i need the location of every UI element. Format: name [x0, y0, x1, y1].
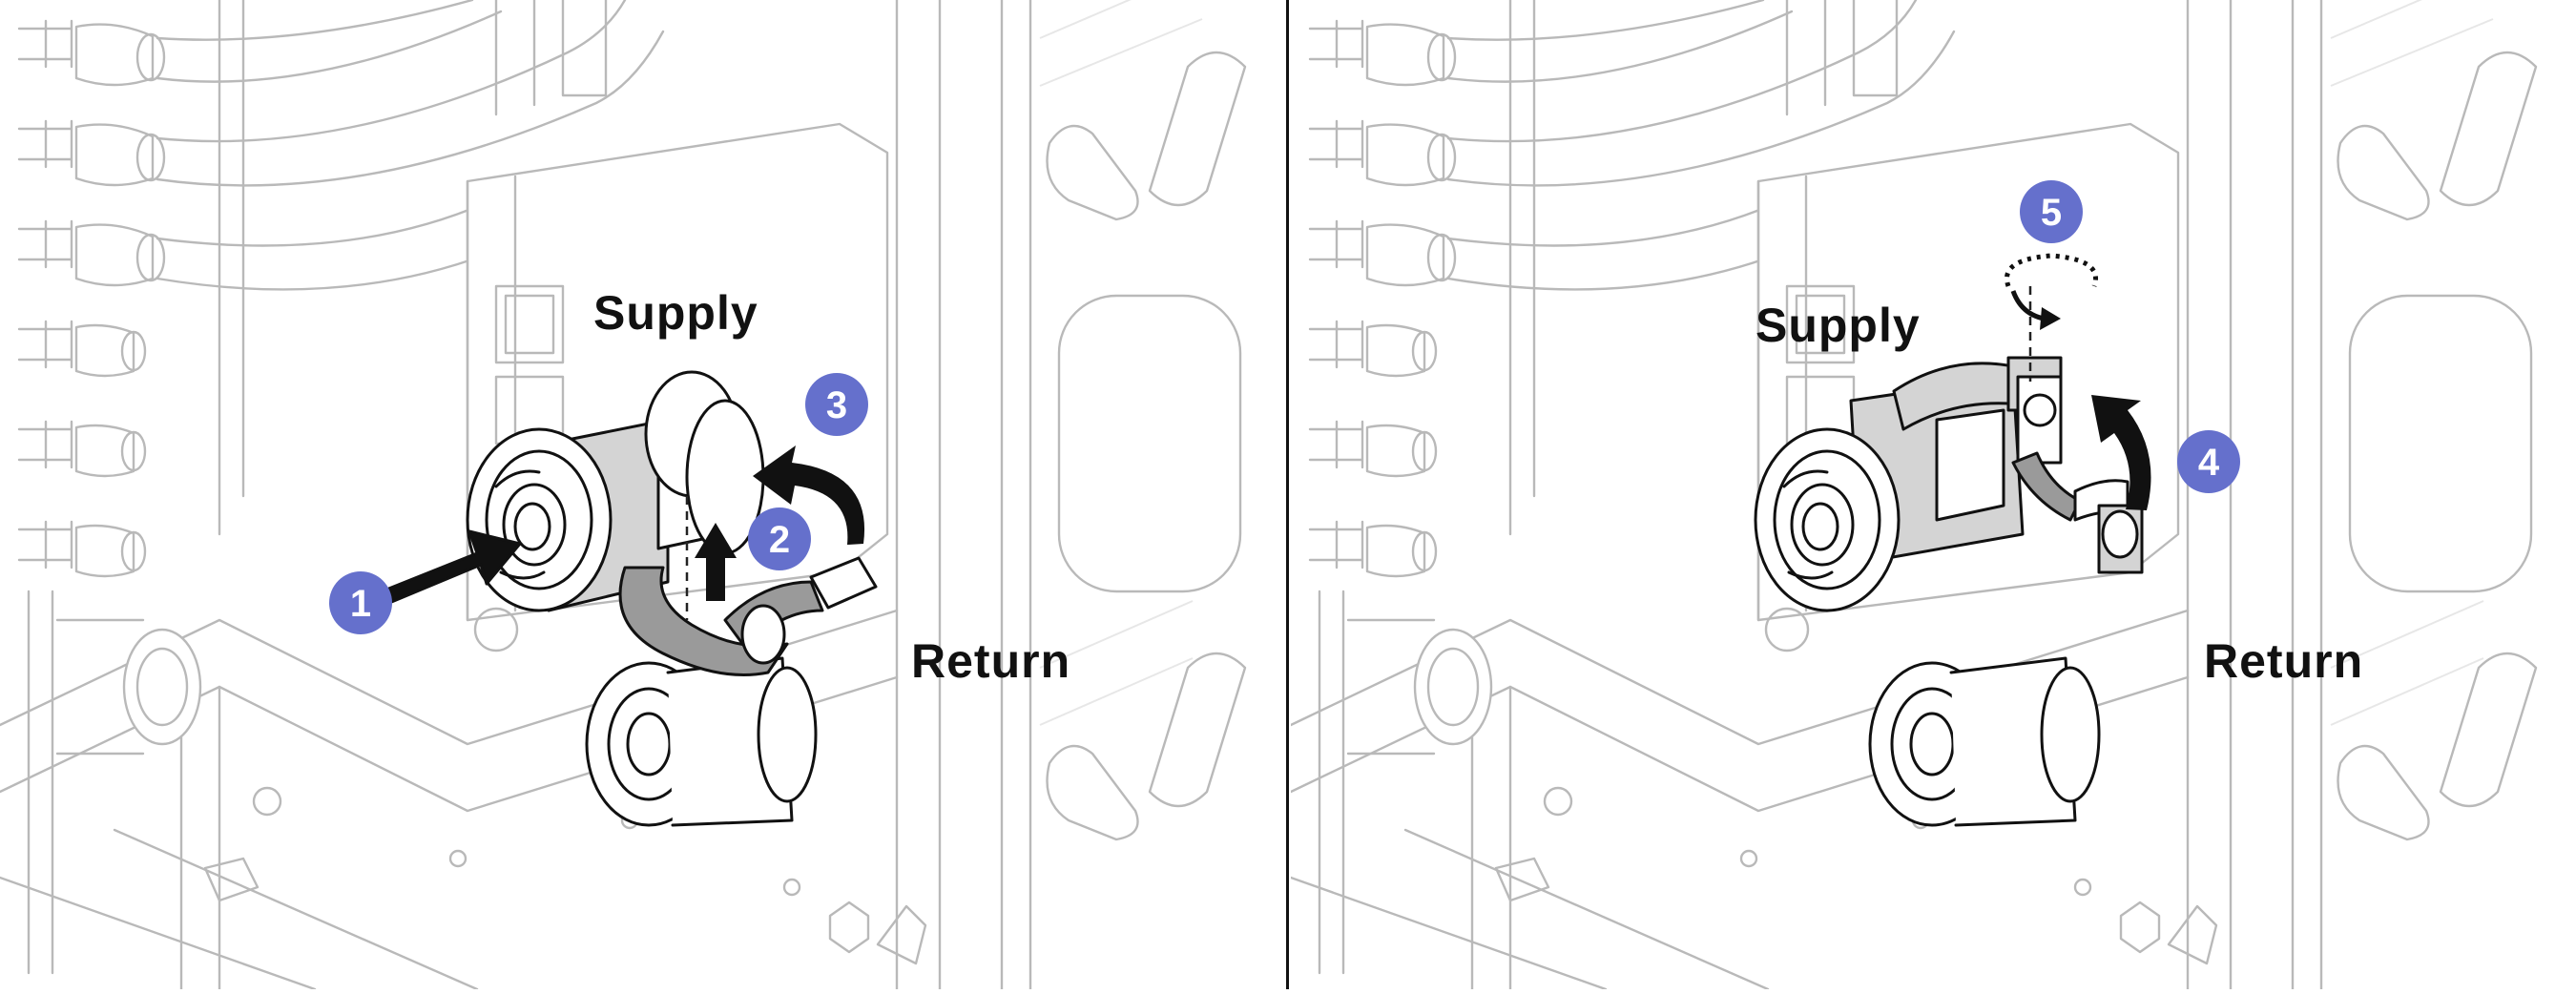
- svg-text:1: 1: [350, 583, 371, 625]
- screw-rotate-icon: [2005, 253, 2098, 330]
- step-badge-3: 3: [805, 373, 868, 436]
- svg-text:3: 3: [826, 384, 847, 426]
- rotate-arrow-icon-right: [2091, 395, 2151, 510]
- push-arrow-icon: [380, 529, 522, 605]
- supply-label: Supply: [593, 286, 758, 340]
- clamp-closed-right: [2006, 356, 2144, 574]
- svg-text:4: 4: [2198, 442, 2220, 484]
- return-label-right: Return: [2204, 634, 2363, 688]
- svg-text:5: 5: [2041, 192, 2062, 234]
- return-fitting-left: [585, 656, 818, 827]
- return-fitting-right: [1868, 656, 2101, 827]
- svg-text:2: 2: [769, 519, 790, 561]
- supply-fitting-right: [1754, 362, 2029, 612]
- step-badge-4: 4: [2177, 430, 2240, 493]
- lift-arrow-icon: [695, 523, 737, 601]
- clamp-left: [618, 556, 878, 676]
- step-badge-5: 5: [2020, 180, 2083, 243]
- supply-label-right: Supply: [1755, 299, 1921, 352]
- panel-right: Supply Return 4 5: [1291, 0, 2538, 989]
- rotate-arrow-icon: [753, 445, 865, 545]
- return-label: Return: [911, 634, 1070, 688]
- panel-left: Supply Return 1 2 3: [0, 0, 1247, 989]
- step-badge-1: 1: [329, 571, 392, 634]
- step-badge-2: 2: [748, 507, 811, 570]
